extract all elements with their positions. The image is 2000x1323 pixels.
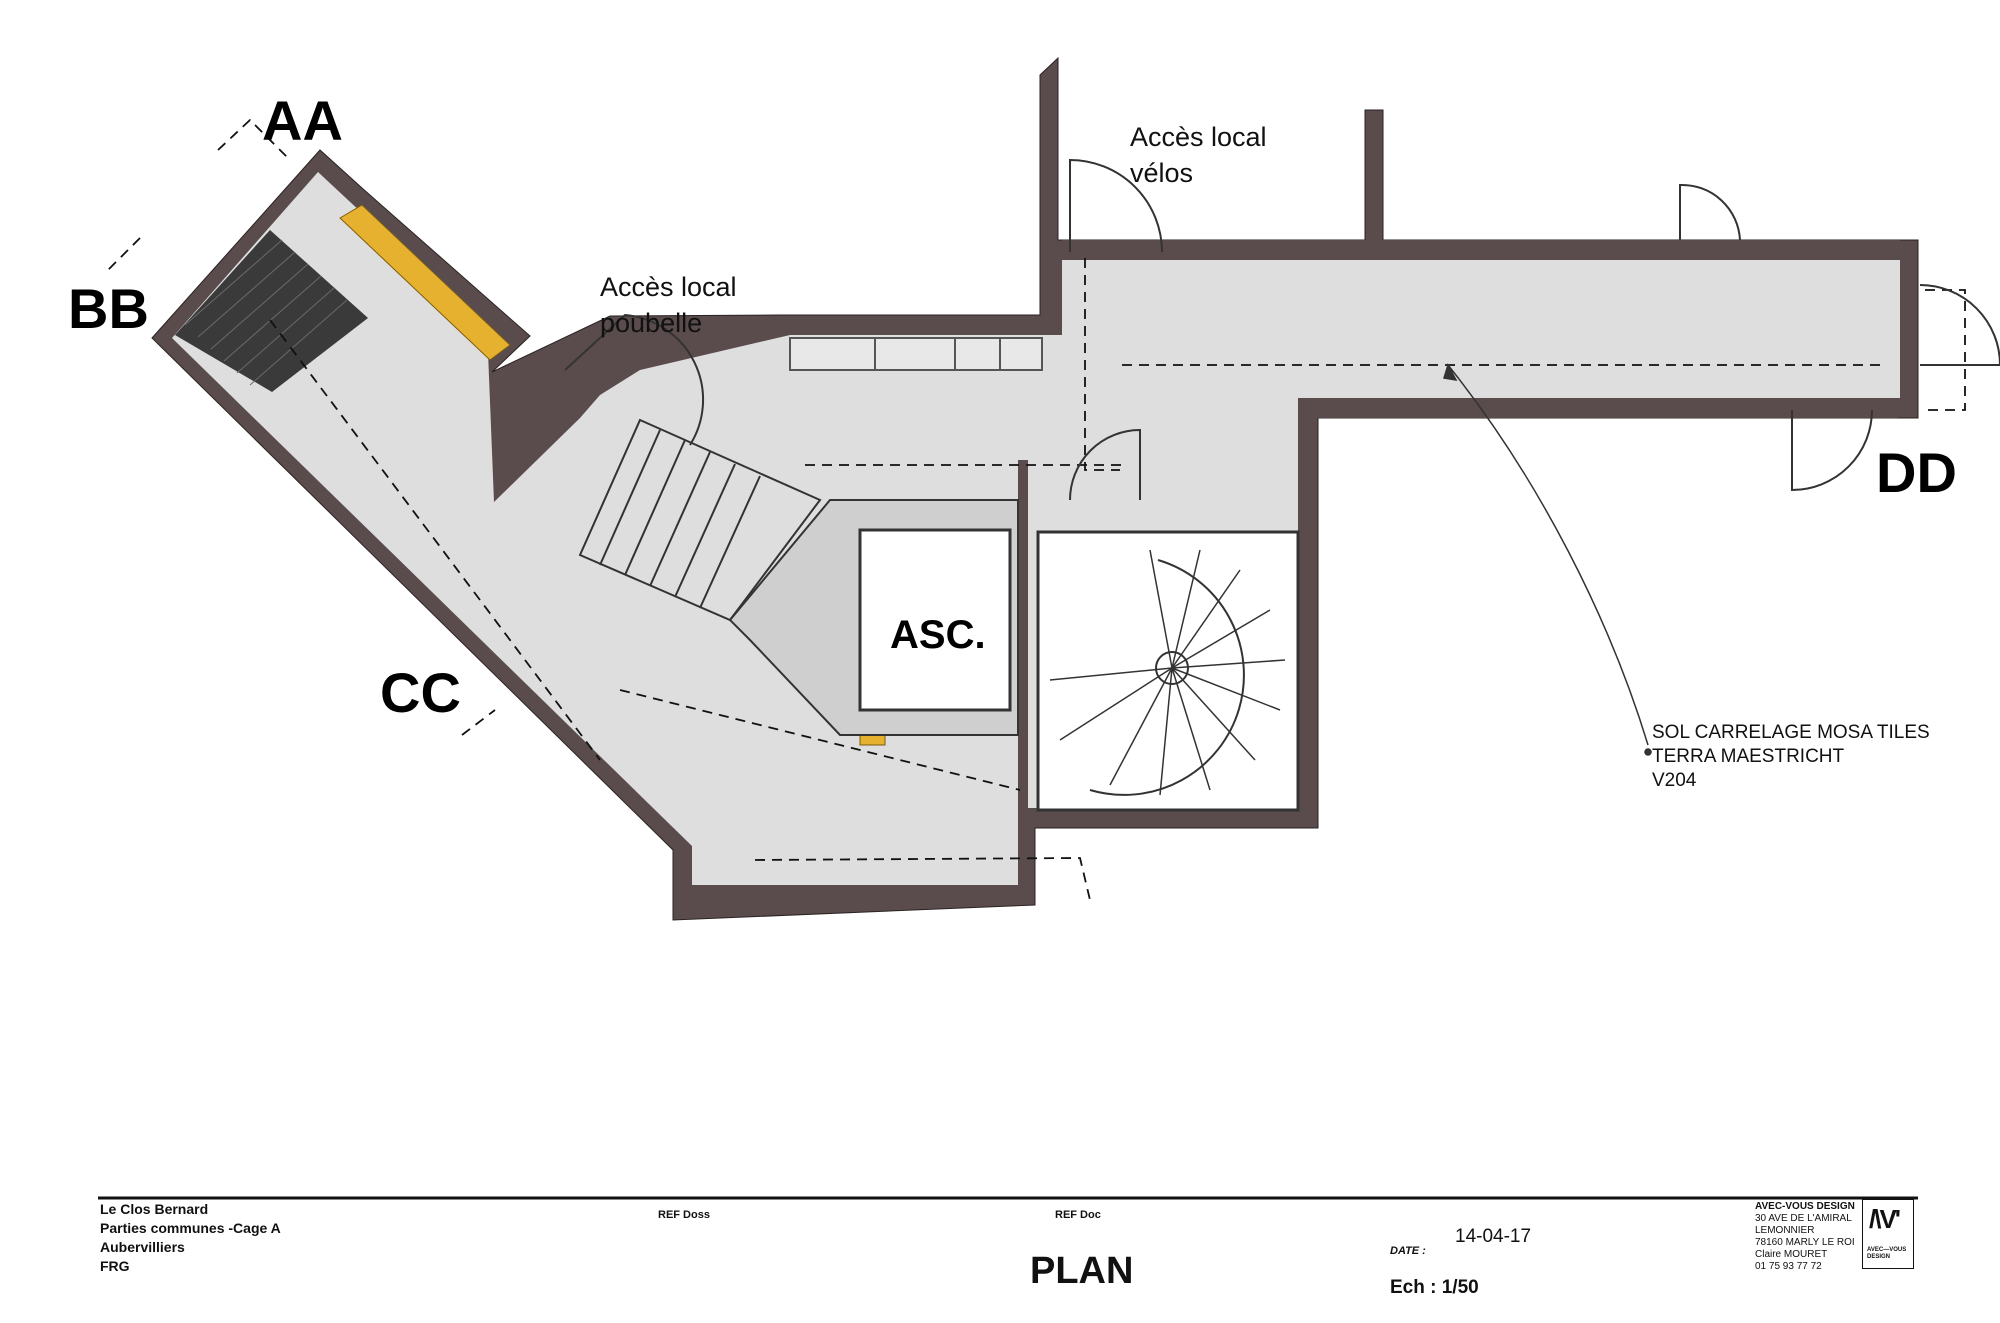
floor-west-wing xyxy=(172,172,1900,885)
sheet-title: PLAN xyxy=(1030,1250,1134,1292)
shelving-strip xyxy=(789,337,1043,371)
door-swings xyxy=(564,158,2000,501)
door-east-end xyxy=(1919,284,2000,366)
door-dd xyxy=(1791,409,1873,492)
section-label-bb: BB xyxy=(68,277,149,340)
elevator-shaft: ASC. xyxy=(728,499,1019,736)
floor-spec-line1: SOL CARRELAGE MOSA TILES xyxy=(1652,722,1930,743)
central-stair xyxy=(578,418,822,622)
project-city: Aubervilliers xyxy=(100,1239,185,1255)
project-code: FRG xyxy=(100,1258,130,1274)
firm-address-1: 30 AVE DE L'AMIRAL xyxy=(1755,1213,1852,1224)
section-lines xyxy=(107,118,1966,901)
spiral-stair xyxy=(1036,530,1300,812)
ref-doc-label: REF Doc xyxy=(1055,1209,1101,1221)
door-bike xyxy=(1069,158,1163,253)
floor-areas xyxy=(172,172,1900,885)
firm-contact: Claire MOURET xyxy=(1755,1249,1828,1260)
door-east-north xyxy=(1679,183,1741,241)
section-label-cc: CC xyxy=(380,661,461,724)
note-bins-line1: Accès local xyxy=(600,272,737,302)
firm-info: AVEC-VOUS DESIGN 30 AVE DE L'AMIRAL LEMO… xyxy=(1755,1201,1855,1273)
section-label-aa: AA xyxy=(262,89,343,152)
logo-mark: /\V' xyxy=(1869,1204,1901,1234)
date-value: 14-04-17 xyxy=(1455,1226,1532,1247)
section-label-dd: DD xyxy=(1876,441,1957,504)
logo-text-line1: AVEC—VOUS xyxy=(1867,1247,1907,1253)
floor-spec-line2: TERRA MAESTRICHT xyxy=(1652,746,1845,767)
project-info: Le Clos Bernard Parties communes -Cage A… xyxy=(100,1200,281,1276)
project-name: Le Clos Bernard xyxy=(100,1201,209,1217)
floor-spec-line3: V204 xyxy=(1652,770,1697,791)
scale-value: Ech : 1/50 xyxy=(1390,1277,1479,1298)
floor-spec-leader xyxy=(1443,363,1652,756)
logo-text: AVEC—VOUS DESIGN xyxy=(1867,1247,1906,1261)
note-bins-line2: poubelle xyxy=(600,308,702,338)
corridor-inner-walls xyxy=(1018,240,1900,810)
project-scope: Parties communes -Cage A xyxy=(100,1220,281,1236)
stair-flight xyxy=(175,230,368,392)
note-bike-line1: Accès local xyxy=(1130,122,1267,152)
firm-phone: 01 75 93 77 72 xyxy=(1755,1261,1822,1272)
ref-doss-label: REF Doss xyxy=(658,1209,710,1221)
firm-logo: /\V' AVEC—VOUS DESIGN xyxy=(1862,1199,1914,1269)
logo-text-line2: DESIGN xyxy=(1867,1254,1891,1260)
note-bike-line2: vélos xyxy=(1130,158,1193,188)
date-label: DATE : xyxy=(1390,1245,1426,1257)
door-spiral xyxy=(1069,428,1141,501)
elevator-label: ASC. xyxy=(890,613,986,657)
firm-address-2: LEMONNIER xyxy=(1755,1225,1815,1236)
door-bins xyxy=(564,313,705,446)
firm-name: AVEC-VOUS DESIGN xyxy=(1755,1201,1855,1212)
firm-address-3: 78160 MARLY LE ROI xyxy=(1755,1237,1855,1248)
